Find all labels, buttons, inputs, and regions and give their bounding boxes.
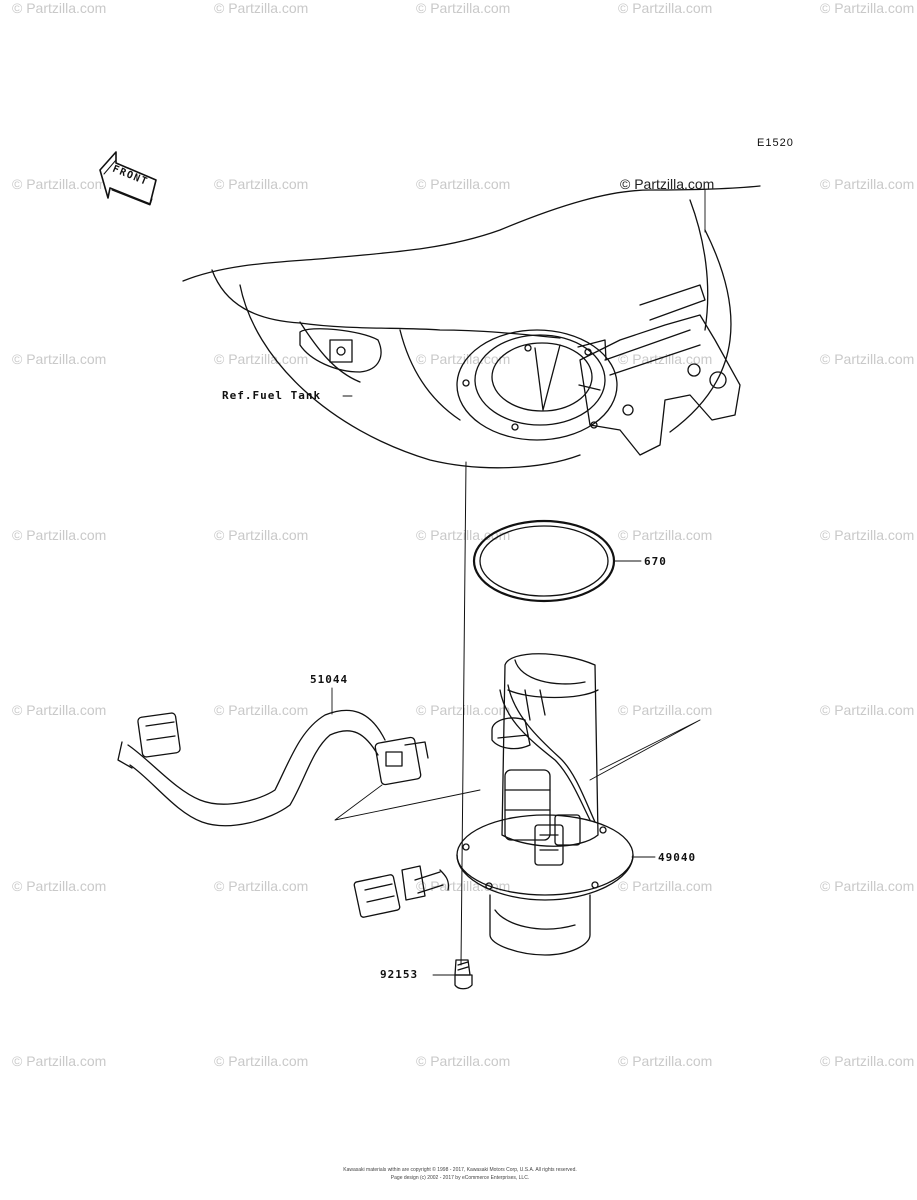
- watermark: © Partzilla.com: [820, 351, 915, 367]
- watermark: © Partzilla.com: [12, 176, 107, 192]
- watermark: © Partzilla.com: [820, 527, 915, 543]
- watermark: © Partzilla.com: [820, 1053, 915, 1069]
- watermark: © Partzilla.com: [618, 878, 713, 894]
- part-label-51044: 51044: [310, 673, 349, 686]
- watermark: © Partzilla.com: [12, 0, 107, 16]
- diagram-code: E1520: [757, 137, 794, 149]
- gasket-ring: [472, 519, 616, 603]
- watermark: © Partzilla.com: [618, 0, 713, 16]
- watermark: © Partzilla.com: [416, 878, 511, 894]
- watermark: © Partzilla.com: [214, 702, 309, 718]
- watermark: © Partzilla.com: [416, 351, 511, 367]
- watermark: © Partzilla.com: [820, 176, 915, 192]
- part-label-49040: 49040: [658, 851, 697, 864]
- watermark: © Partzilla.com: [416, 1053, 511, 1069]
- bolt: [454, 959, 473, 990]
- assembly-axis: [460, 461, 467, 966]
- watermark: © Partzilla.com: [12, 702, 107, 718]
- watermark: © Partzilla.com: [12, 351, 107, 367]
- watermark: © Partzilla.com: [214, 878, 309, 894]
- watermark: © Partzilla.com: [214, 351, 309, 367]
- watermark: © Partzilla.com: [12, 1053, 107, 1069]
- copyright-line-2: Page design (c) 2002 - 2017 by eCommerce…: [390, 1175, 530, 1181]
- watermark: © Partzilla.com: [618, 351, 713, 367]
- part-label-fuel-tank: Ref.Fuel Tank: [222, 389, 322, 402]
- center-watermark: © Partzilla.com: [620, 176, 715, 192]
- watermark: © Partzilla.com: [12, 878, 107, 894]
- watermark: © Partzilla.com: [416, 0, 511, 16]
- fuel-tank: [182, 185, 761, 469]
- part-label-670: 670: [644, 555, 667, 568]
- watermark: © Partzilla.com: [214, 1053, 309, 1069]
- watermark: © Partzilla.com: [214, 176, 309, 192]
- watermark: © Partzilla.com: [820, 702, 915, 718]
- part-label-92153: 92153: [380, 968, 419, 981]
- watermark: © Partzilla.com: [820, 0, 915, 16]
- front-arrow-icon: FRONT: [99, 151, 157, 206]
- leader-lines: [331, 189, 706, 976]
- watermark: © Partzilla.com: [214, 0, 309, 16]
- copyright-line-1: Kawasaki materials within are copyright …: [343, 1167, 577, 1173]
- watermark: © Partzilla.com: [618, 527, 713, 543]
- watermark: © Partzilla.com: [12, 527, 107, 543]
- watermark: © Partzilla.com: [214, 527, 309, 543]
- watermark: © Partzilla.com: [416, 176, 511, 192]
- fuel-hose: [117, 709, 429, 827]
- watermark: © Partzilla.com: [618, 702, 713, 718]
- watermark: © Partzilla.com: [618, 1053, 713, 1069]
- fuel-pump-assembly: [353, 653, 634, 956]
- watermark: © Partzilla.com: [820, 878, 915, 894]
